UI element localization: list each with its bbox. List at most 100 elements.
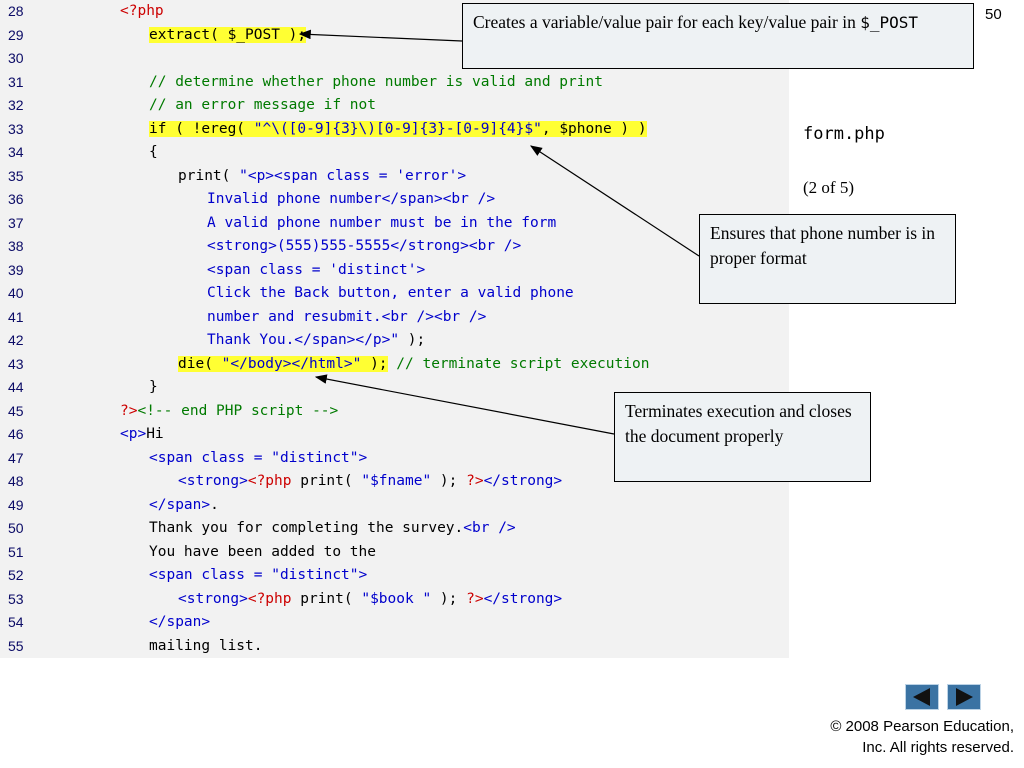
line-number: 55 [8, 637, 24, 654]
code-token: </span> [149, 614, 211, 630]
code-token: ); [399, 332, 426, 348]
triangle-left-icon [913, 688, 930, 706]
code-text: <span class = "distinct"> [149, 447, 367, 471]
line-number: 46 [8, 426, 24, 442]
code-token: <span class = [149, 567, 272, 583]
line-number: 51 [8, 543, 24, 560]
code-token: "$fname" [361, 473, 432, 489]
line-number: 54 [8, 614, 24, 630]
code-line: 48<strong><?php print( "$fname" ); ?></s… [0, 470, 789, 494]
code-line: 31// determine whether phone number is v… [0, 71, 789, 95]
line-number: 33 [8, 120, 24, 137]
line-number: 53 [8, 590, 24, 607]
code-token: Invalid phone number</span><br /> [207, 191, 496, 207]
line-number: 30 [8, 50, 24, 66]
code-token: "^\([0-9]{3}\)[0-9]{3}-[0-9]{4}$" [253, 120, 542, 137]
next-slide-button[interactable] [947, 684, 981, 710]
line-number: 29 [8, 26, 24, 43]
code-line: 54 </span> [0, 611, 789, 635]
code-token: Click the Back button, enter a valid pho… [207, 285, 574, 301]
line-number: 35 [8, 167, 24, 184]
code-token: ); [361, 355, 388, 372]
triangle-right-icon [956, 688, 973, 706]
code-token: ?> [466, 590, 484, 607]
line-number: 52 [8, 567, 24, 583]
callout-extract: Creates a variable/value pair for each k… [462, 3, 974, 69]
code-token: <?php [247, 473, 292, 489]
code-token: Hi [146, 426, 164, 442]
arrow-phone [529, 145, 700, 257]
code-token: </strong> [483, 473, 563, 489]
code-text: <strong><?php print( "$fname" ); ?></str… [178, 470, 562, 494]
line-number: 47 [8, 449, 24, 466]
code-token: "</body></html>" [221, 355, 362, 372]
code-token: <?php [247, 590, 292, 607]
code-line: 47 <span class = "distinct"> [0, 447, 789, 471]
code-token: . [210, 496, 219, 513]
code-line: 38 <strong>(555)555-5555</strong><br /> [0, 235, 789, 259]
code-token: <p> [120, 426, 147, 442]
code-text: Thank You.</span></p>" ); [207, 329, 425, 353]
code-token: > [358, 449, 368, 466]
code-token: number and resubmit.<br /><br /> [207, 308, 487, 325]
prev-slide-button[interactable] [905, 684, 939, 710]
code-text: You have been added to the [149, 541, 376, 565]
code-line: 53 <strong><?php print( "$book " ); ?></s… [0, 588, 789, 612]
line-number: 44 [8, 379, 24, 395]
arrow-die [314, 374, 615, 435]
code-text: <span class = "distinct"> [149, 564, 367, 588]
code-line: 44} [0, 376, 789, 400]
code-token: <strong> [178, 473, 248, 489]
code-token: ); [431, 590, 467, 607]
code-line: 45?><!-- end PHP script --> [0, 400, 789, 424]
code-token: <span class = 'distinct'> [207, 261, 426, 278]
code-token: ?> [120, 402, 138, 419]
code-text: <?php [120, 0, 164, 24]
line-number: 43 [8, 355, 24, 372]
callout-die: Terminates execution and closes the docu… [614, 392, 871, 482]
code-token: print( [291, 473, 362, 489]
code-token: <strong>(555)555-5555</strong><br /> [207, 238, 522, 254]
code-token: You have been added to the [149, 543, 376, 560]
code-token: "$book " [361, 590, 432, 607]
code-text: mailing list. [149, 635, 263, 659]
line-number: 37 [8, 214, 24, 231]
code-line: 42 Thank You.</span></p>" ); [0, 329, 789, 353]
callout-extract-code: $_POST [860, 13, 919, 32]
code-token: print( [291, 590, 362, 607]
code-text: ?><!-- end PHP script --> [120, 400, 338, 424]
code-line: 52 <span class = "distinct"> [0, 564, 789, 588]
code-token: </span> [149, 496, 211, 513]
code-token: <strong> [178, 590, 248, 607]
code-token: die( [178, 355, 222, 372]
line-number: 38 [8, 238, 24, 254]
code-text: number and resubmit.<br /><br /> [207, 306, 486, 330]
code-token: if ( !ereg( [149, 120, 254, 137]
code-token: <?php [120, 3, 164, 19]
arrow-extract [298, 29, 463, 42]
page-indicator: (2 of 5) [803, 178, 854, 197]
line-number: 42 [8, 332, 24, 348]
code-token: <br /> [463, 520, 516, 536]
code-token: Thank You.</span></p>" [207, 332, 400, 348]
code-line: 33 if ( !ereg( "^\([0-9]{3}\)[0-9]{3}-[0-… [0, 118, 789, 142]
code-line: 51 You have been added to the [0, 541, 789, 565]
code-text: <strong><?php print( "$book " ); ?></str… [178, 588, 562, 612]
code-text: // determine whether phone number is val… [149, 71, 603, 95]
code-token: // terminate script execution [387, 355, 650, 372]
copyright-line-1: © 2008 Pearson Education, [830, 718, 1014, 735]
code-token: Thank you for completing the survey. [149, 520, 464, 536]
code-text: Invalid phone number</span><br /> [207, 188, 495, 212]
code-line: 39<span class = 'distinct'> [0, 259, 789, 283]
code-text: // an error message if not [149, 94, 376, 118]
code-token: <span class = [149, 449, 272, 466]
code-line: 34{ [0, 141, 789, 165]
code-token: // an error message if not [149, 97, 376, 113]
code-text: Click the Back button, enter a valid pho… [207, 282, 574, 306]
code-token: // determine whether phone number is val… [149, 73, 603, 90]
code-token: "distinct" [271, 449, 359, 466]
